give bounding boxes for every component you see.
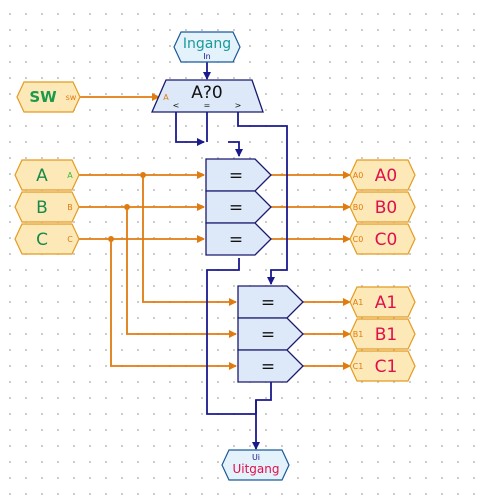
gate-3[interactable]: [205, 222, 272, 256]
input-node-a[interactable]: A A: [14, 159, 80, 191]
ctrl-lower-out: [252, 382, 272, 450]
junction-a: [140, 172, 146, 178]
gate-1[interactable]: [205, 158, 272, 192]
output-c1-pin: C1: [353, 362, 364, 371]
ctrl-upper-gates: [228, 141, 243, 157]
output-c1-label: C1: [375, 357, 398, 377]
output-b0-label: B0: [375, 198, 397, 218]
uitgang-sub: Ui: [252, 453, 260, 462]
ingang-sub: In: [203, 52, 210, 61]
output-a1-pin: A1: [353, 298, 364, 307]
control-wires: [175, 62, 288, 450]
input-b-label: B: [36, 198, 48, 218]
comparator-pin-gt: >: [235, 101, 242, 110]
output-a1-label: A1: [375, 293, 397, 313]
junction-b: [124, 204, 130, 210]
output-node-b0[interactable]: B0 B0: [349, 191, 416, 223]
comparator-label: A?0: [191, 83, 222, 103]
sw-pin: sw: [66, 93, 77, 102]
gate-2-op: =: [229, 198, 243, 218]
sw-label: SW: [29, 88, 57, 106]
wire-b-gate5: [126, 207, 237, 338]
gate-group-upper: = = =: [205, 158, 272, 256]
output-b1-label: B1: [375, 325, 397, 345]
ctrl-lt: [175, 112, 205, 146]
data-wires: [78, 93, 351, 370]
output-a0-pin: A0: [353, 171, 364, 180]
gate-6[interactable]: [237, 349, 304, 383]
ctrl-upper-out: [206, 258, 256, 415]
sw-input-node[interactable]: SW sw: [16, 81, 81, 113]
comparator-pin-lt: <: [173, 101, 180, 110]
input-node-c[interactable]: C C: [14, 223, 80, 255]
junction-c: [108, 236, 114, 242]
input-a-pin: A: [67, 171, 73, 180]
output-b1-pin: B1: [353, 330, 364, 339]
ingang-title: Ingang: [183, 36, 231, 52]
input-c-label: C: [36, 230, 48, 250]
gate-6-op: =: [261, 357, 275, 377]
gate-2[interactable]: [205, 190, 272, 224]
comparator-pin-a: A: [163, 93, 169, 102]
output-node-c0[interactable]: C0 C0: [349, 223, 416, 255]
output-c0-pin: C0: [353, 235, 364, 244]
input-c-pin: C: [67, 235, 73, 244]
output-a0-label: A0: [375, 166, 397, 186]
input-node-b[interactable]: B B: [14, 191, 80, 223]
output-c0-label: C0: [375, 230, 398, 250]
gate-3-op: =: [229, 230, 243, 250]
wire-a-gate4: [142, 175, 237, 306]
uitgang-title: Uitgang: [232, 462, 279, 476]
gate-4-op: =: [261, 293, 275, 313]
output-b0-pin: B0: [353, 203, 364, 212]
comparator-pin-eq: =: [204, 101, 211, 110]
gate-5[interactable]: [237, 317, 304, 351]
output-node-c1[interactable]: C1 C1: [349, 350, 416, 382]
ingang-node[interactable]: Ingang In: [173, 31, 241, 63]
input-a-label: A: [36, 166, 48, 186]
gate-group-lower: = = =: [237, 285, 304, 383]
input-b-pin: B: [67, 203, 73, 212]
uitgang-node[interactable]: Ui Uitgang: [221, 449, 290, 481]
gate-4[interactable]: [237, 285, 304, 319]
output-node-a1[interactable]: A1 A1: [349, 286, 416, 318]
output-node-a0[interactable]: A0 A0: [349, 159, 416, 191]
output-node-b1[interactable]: B1 B1: [349, 318, 416, 350]
ctrl-gt: [237, 112, 288, 285]
gate-5-op: =: [261, 325, 275, 345]
gate-1-op: =: [229, 166, 243, 186]
wire-c-gate6: [110, 239, 237, 370]
comparator-block[interactable]: A?0 A < = >: [151, 79, 264, 113]
